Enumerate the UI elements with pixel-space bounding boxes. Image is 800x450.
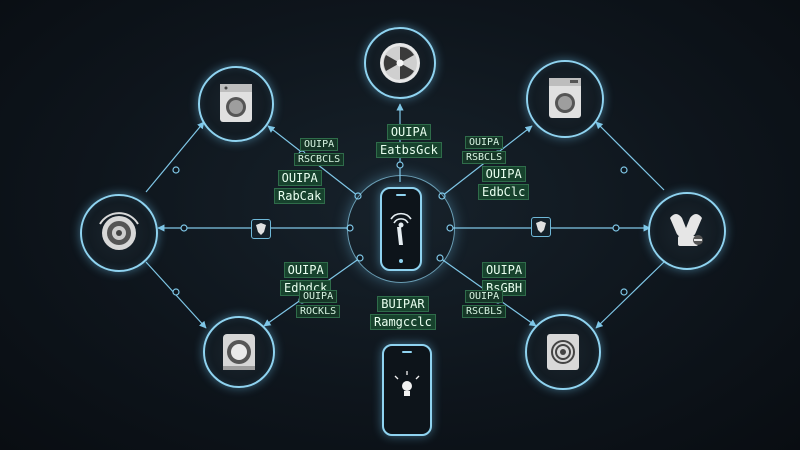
label-code: OUIPA	[482, 262, 527, 278]
label-name: EdbClc	[478, 184, 530, 200]
node-left[interactable]	[80, 194, 158, 272]
speaker-icon	[99, 212, 139, 250]
label-name: RSCBLS	[462, 305, 507, 318]
fan-icon	[380, 43, 420, 83]
router-icon	[547, 334, 579, 370]
label-code: OUIPA	[481, 166, 526, 182]
label-name: ROCKLS	[296, 305, 341, 318]
link-dot	[612, 224, 620, 232]
link-dot	[172, 288, 180, 296]
label-name: Ramgcclc	[370, 314, 436, 330]
label-upper-left-small: OUIPA RSCBCLS	[294, 138, 345, 166]
node-top-left[interactable]	[198, 66, 274, 142]
label-lower-left-small: OUIPA ROCKLS	[296, 290, 341, 318]
bottom-device[interactable]	[382, 344, 432, 436]
link-right-bottom-right	[595, 261, 665, 329]
label-bottom-center: BUIPAR Ramgcclc	[370, 296, 436, 330]
node-top[interactable]	[364, 27, 436, 99]
hub-ring	[347, 175, 455, 283]
label-code: OUIPA	[277, 170, 322, 186]
node-top-right[interactable]	[526, 60, 604, 138]
label-code: OUIPA	[386, 124, 431, 140]
link-top-right-right	[595, 121, 665, 191]
label-name: RSCBCLS	[294, 153, 345, 166]
label-upper-right-big: OUIPA EdbClc	[478, 166, 530, 200]
hub-device[interactable]	[380, 187, 422, 271]
phone-signal-icon	[390, 194, 412, 263]
link-top-left-left	[145, 121, 205, 193]
phone-bulb-icon	[394, 351, 420, 396]
label-code: BUIPAR	[377, 296, 429, 312]
node-bottom-left[interactable]	[203, 316, 275, 388]
label-name: EatbsGck	[376, 142, 442, 158]
link-dot	[172, 166, 180, 174]
node-right[interactable]	[648, 192, 726, 270]
link-dot	[620, 166, 628, 174]
label-upper-right-small: OUIPA RSBCLS	[462, 136, 507, 164]
shield-right-icon	[531, 217, 551, 237]
robot-arm-icon	[670, 214, 703, 246]
label-code: OUIPA	[299, 290, 338, 303]
link-dot	[620, 288, 628, 296]
stove-icon	[223, 334, 255, 370]
label-lower-right-small: OUIPA RSCBLS	[462, 290, 507, 318]
label-code: OUIPA	[465, 136, 504, 149]
link-dot	[180, 224, 188, 232]
label-code: OUIPA	[300, 138, 339, 151]
link-dot	[396, 161, 404, 169]
label-code: OUIPA	[283, 262, 328, 278]
label-upper-left-big: OUIPA RabCak	[274, 170, 326, 204]
label-name: RabCak	[274, 188, 326, 204]
shield-left-icon	[251, 219, 271, 239]
label-name: RSBCLS	[462, 151, 507, 164]
label-code: OUIPA	[465, 290, 504, 303]
washing-machine-icon	[549, 78, 581, 118]
washing-machine-icon	[220, 84, 252, 122]
label-top-center: OUIPA EatbsGck	[376, 124, 442, 158]
node-bottom-right[interactable]	[525, 314, 601, 390]
